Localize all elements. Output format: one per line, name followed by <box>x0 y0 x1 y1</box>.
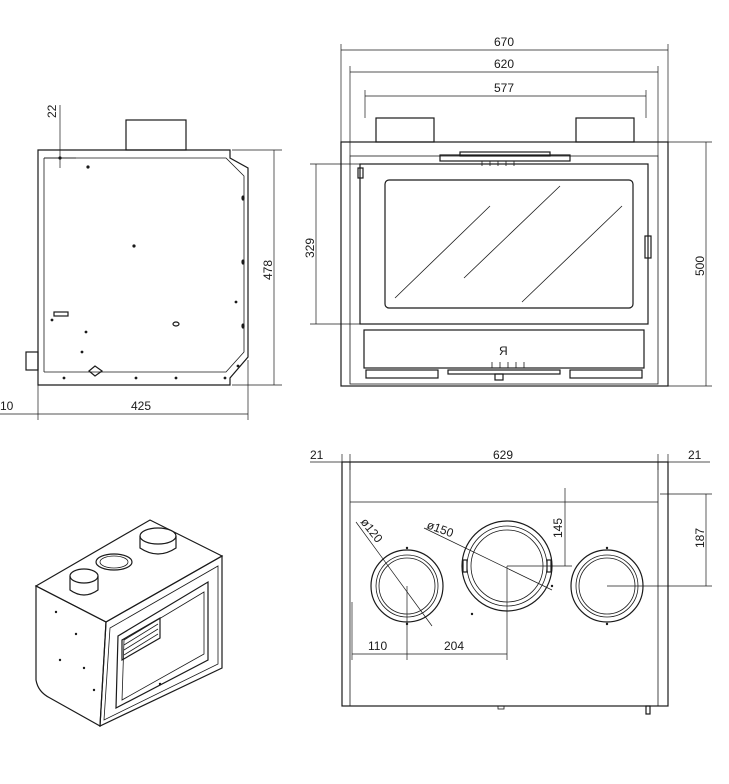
dim-670-label: 670 <box>494 35 514 49</box>
front-door-latch <box>644 235 652 259</box>
iso-flue-collar-front <box>69 568 99 584</box>
dim-22-label: 22 <box>45 104 59 118</box>
front-ash-drawer <box>363 329 645 369</box>
dim-329-label: 329 <box>303 238 317 258</box>
dim-577-label: 577 <box>494 81 514 95</box>
front-view: Я 670 620 577 329 500 <box>303 35 712 387</box>
dim-187-label: 187 <box>693 528 707 548</box>
top-view: 21 629 21 145 187 ø120 ø150 110 204 <box>310 448 712 715</box>
dim-145-label: 145 <box>551 518 565 538</box>
side-view: 22 478 425 10 <box>0 104 282 420</box>
dim-21-left-label: 21 <box>310 448 324 462</box>
dim-10-label: 10 <box>0 399 14 413</box>
top-outline <box>341 461 669 707</box>
side-flue-collar <box>125 119 187 151</box>
iso-glass-door <box>115 580 209 710</box>
front-outer-frame <box>340 141 669 387</box>
dim-110-label: 110 <box>368 639 387 653</box>
front-flue-collar-left <box>375 117 435 143</box>
dim-425-label: 425 <box>131 399 151 413</box>
front-flue-collar-right <box>575 117 635 143</box>
dim-620-label: 620 <box>494 57 514 71</box>
front-brand-logo: Я <box>499 344 508 358</box>
dim-478-label: 478 <box>261 260 275 280</box>
front-glass-panel <box>384 179 634 309</box>
front-air-slider <box>439 154 571 162</box>
dim-diam-150-label: ø150 <box>425 518 456 541</box>
side-body-outline <box>37 149 249 386</box>
isometric-view <box>34 519 224 727</box>
dim-500-label: 500 <box>693 256 707 276</box>
side-knob <box>88 365 104 377</box>
iso-flue-collar-rear <box>139 527 177 545</box>
iso-flue-opening <box>95 553 133 571</box>
dim-21-right-label: 21 <box>688 448 702 462</box>
front-door-frame <box>359 163 649 325</box>
side-rear-bracket <box>25 351 39 371</box>
dim-204-label: 204 <box>444 639 464 653</box>
side-vent-slot <box>53 311 69 317</box>
dim-629-label: 629 <box>493 448 513 462</box>
